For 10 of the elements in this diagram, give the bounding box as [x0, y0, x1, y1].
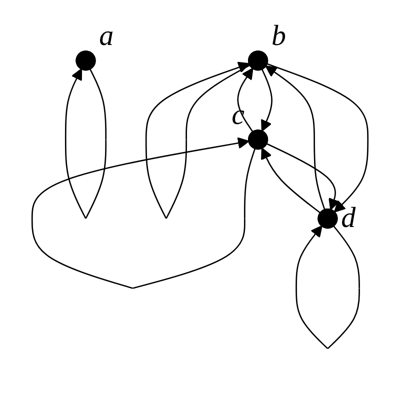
arrow — [261, 68, 272, 132]
vertex-label: a — [99, 22, 114, 52]
vertex-label: c — [232, 101, 245, 130]
vertex-label: b — [271, 22, 286, 52]
arrow — [266, 63, 369, 213]
arrow — [266, 143, 340, 210]
arrow — [261, 148, 321, 214]
vertex-label: d — [341, 204, 356, 234]
arrow — [237, 68, 254, 132]
arrow — [265, 65, 326, 210]
